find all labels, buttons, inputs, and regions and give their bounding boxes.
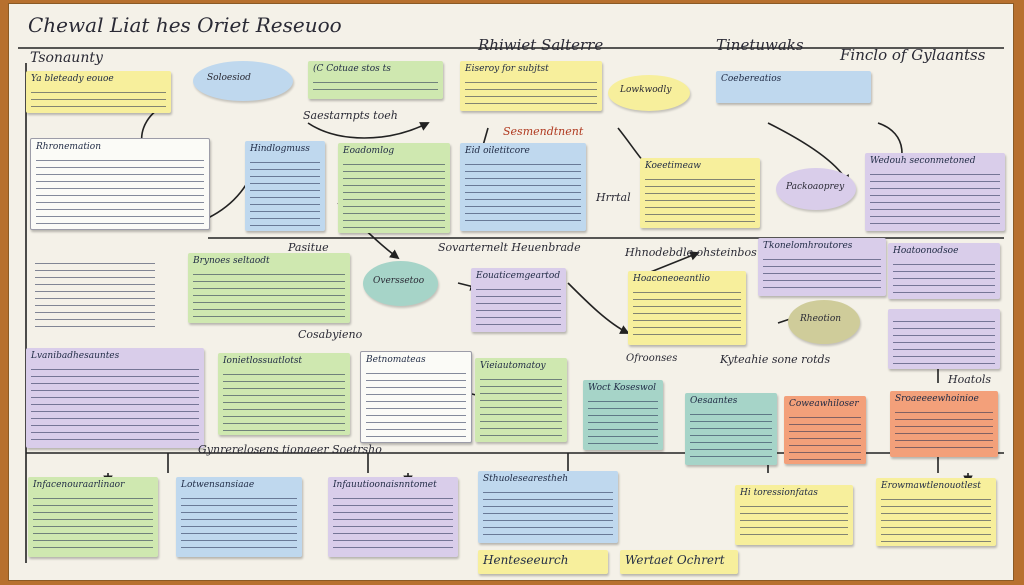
sticky-note: Coweawhiloser [784, 396, 866, 464]
sticky-note: Eoadomlog [338, 143, 450, 233]
sticky-note: Ya bleteady eouoe [26, 71, 171, 113]
sticky-note: (C Cotuae stos ts [308, 61, 443, 99]
oval-note: Soloesiod [193, 61, 293, 101]
whiteboard: Chewal Liat hes Oriet Reseuoo Rhiwiet Sa… [8, 3, 1014, 581]
board-title: Chewal Liat hes Oriet Reseuoo [28, 13, 342, 37]
label: Ofroonses [626, 353, 678, 364]
sticky-note: Hindlogmuss [245, 141, 325, 231]
header-2: Tinetuwaks [716, 36, 804, 54]
sticky-note: Woct Koseswol [583, 380, 663, 450]
sticky-note: Eiseroy for subjtst [460, 61, 602, 111]
label: Pasitue [288, 241, 329, 254]
oval-note: Lowkwodly [608, 75, 690, 111]
sticky-note: Infacenouraarlinaor [28, 477, 158, 557]
sticky-note: Hi toressionfatas [735, 485, 853, 545]
sticky-note: Hoatoonodsoe [888, 243, 1000, 299]
sticky-note: Hoaconeoeantlio [628, 271, 746, 345]
header-left: Tsonaunty [30, 50, 103, 66]
oval-note: Packoaoprey [776, 168, 856, 210]
sticky-note: Eouaticemgeartod [471, 268, 566, 332]
oval-note: Rheotion [788, 300, 860, 344]
sticky-note: Sthuolesearestheh [478, 471, 618, 543]
sticky-note: Erowmawtlenouotlest [876, 478, 996, 546]
sticky-note: Henteseeurch [478, 550, 608, 574]
label: Hrrtal [596, 191, 631, 204]
sticky-note: Wertaet Ochrert [620, 550, 738, 574]
sticky-note: Sroaeeeewhoinioe [890, 391, 998, 457]
text-block [30, 251, 160, 331]
sticky-note: Vieiautomatoy [475, 358, 567, 442]
label: Cosabyieno [298, 328, 363, 341]
oval-note: Overssetoo [363, 261, 438, 306]
label: Gynrerelosens tionaeer Soetrsho [198, 443, 382, 456]
sticky-note: Rhronemation [30, 138, 210, 230]
header-3: Finclo of Gylaantss [840, 46, 986, 64]
sticky-note [888, 309, 1000, 369]
sticky-note: Lvanibadhesauntes [26, 348, 204, 448]
label: Hoatols [948, 373, 991, 386]
sticky-note: Tkonelomhroutores [758, 238, 886, 296]
label: Hhnodebdle ohsteinbos [625, 246, 757, 259]
label: Saestarnpts toeh [303, 109, 398, 122]
label: Sovarternelt Heuenbrade [438, 241, 581, 254]
sticky-note: Wedouh seconmetoned [865, 153, 1005, 231]
sticky-note: Koeetimeaw [640, 158, 760, 228]
sticky-note: Brynoes seltaodt [188, 253, 350, 323]
label: Kyteahie sone rotds [720, 353, 831, 366]
sticky-note: Infauutioonaisnntomet [328, 477, 458, 557]
header-1: Rhiwiet Salterre [478, 36, 604, 54]
sticky-note: Betnomateas [360, 351, 472, 443]
label: Sesmendtnent [503, 125, 584, 138]
sticky-note: Oesaantes [685, 393, 777, 465]
sticky-note: Coebereatios [716, 71, 871, 103]
sticky-note: Ionietlossuatlotst [218, 353, 350, 435]
sticky-note: Eid oiletitcore [460, 143, 586, 231]
sticky-note: Lotwensansiaae [176, 477, 302, 557]
